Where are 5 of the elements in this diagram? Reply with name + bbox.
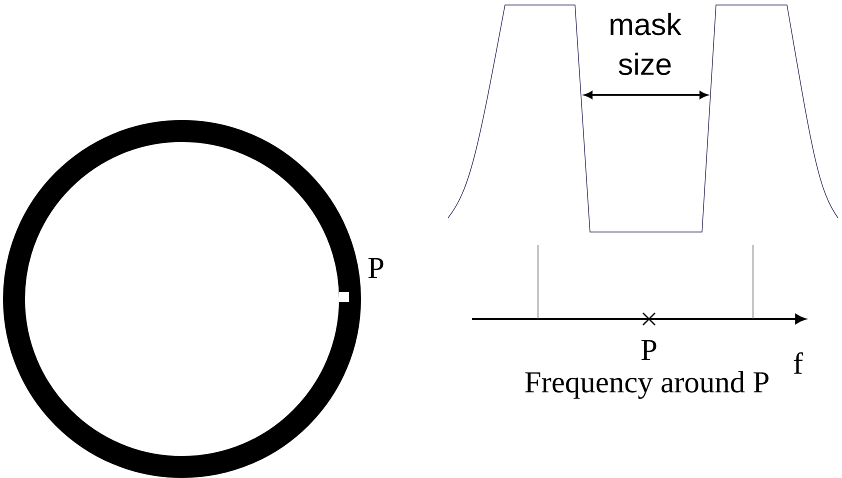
text-label: P bbox=[641, 340, 656, 360]
text-label: P bbox=[368, 258, 384, 278]
text-label: f bbox=[794, 352, 804, 374]
text-label: Frequency around P bbox=[525, 371, 768, 399]
text-label: mask size bbox=[610, 12, 682, 76]
